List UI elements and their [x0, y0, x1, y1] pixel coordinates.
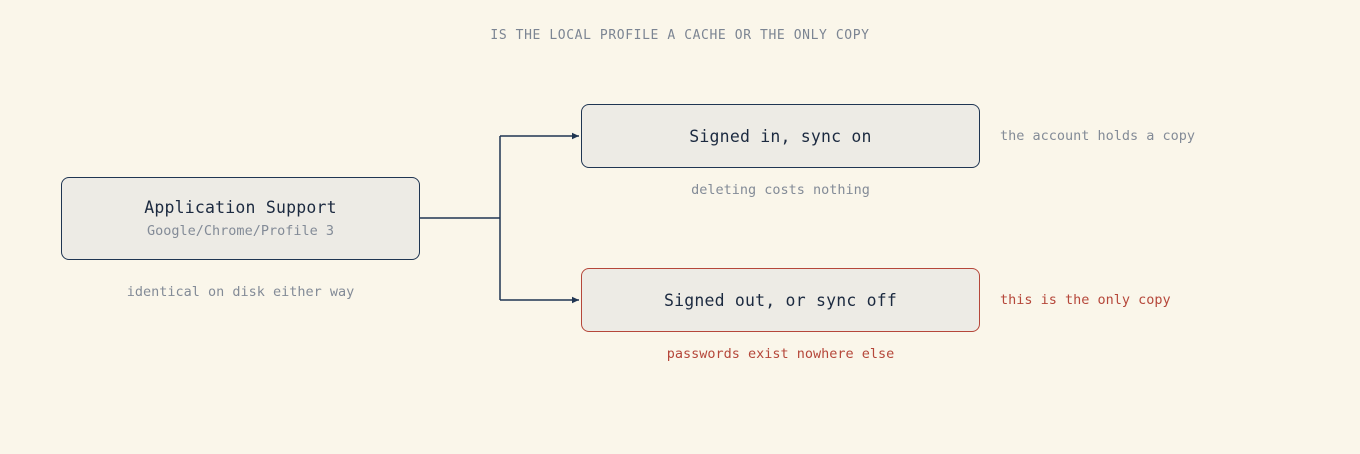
signed-in-caption: deleting costs nothing [691, 182, 870, 198]
signed-out-box-title: Signed out, or sync off [663, 290, 898, 310]
source-caption: identical on disk either way [126, 284, 355, 300]
signed-out-side-note: this is the only copy [1000, 292, 1171, 308]
signed-out-caption: passwords exist nowhere else [666, 346, 895, 362]
signed-in-box: Signed in, sync on [581, 104, 980, 168]
source-box-title: Application Support [144, 198, 337, 217]
signed-in-side-note: the account holds a copy [1000, 128, 1196, 144]
signed-in-box-title: Signed in, sync on [689, 126, 872, 146]
diagram-title: IS THE LOCAL PROFILE A CACHE OR THE ONLY… [490, 28, 870, 43]
signed-out-box: Signed out, or sync off [581, 268, 980, 332]
source-box: Application Support Google/Chrome/Profil… [61, 177, 420, 260]
source-box-path: Google/Chrome/Profile 3 [147, 223, 334, 239]
